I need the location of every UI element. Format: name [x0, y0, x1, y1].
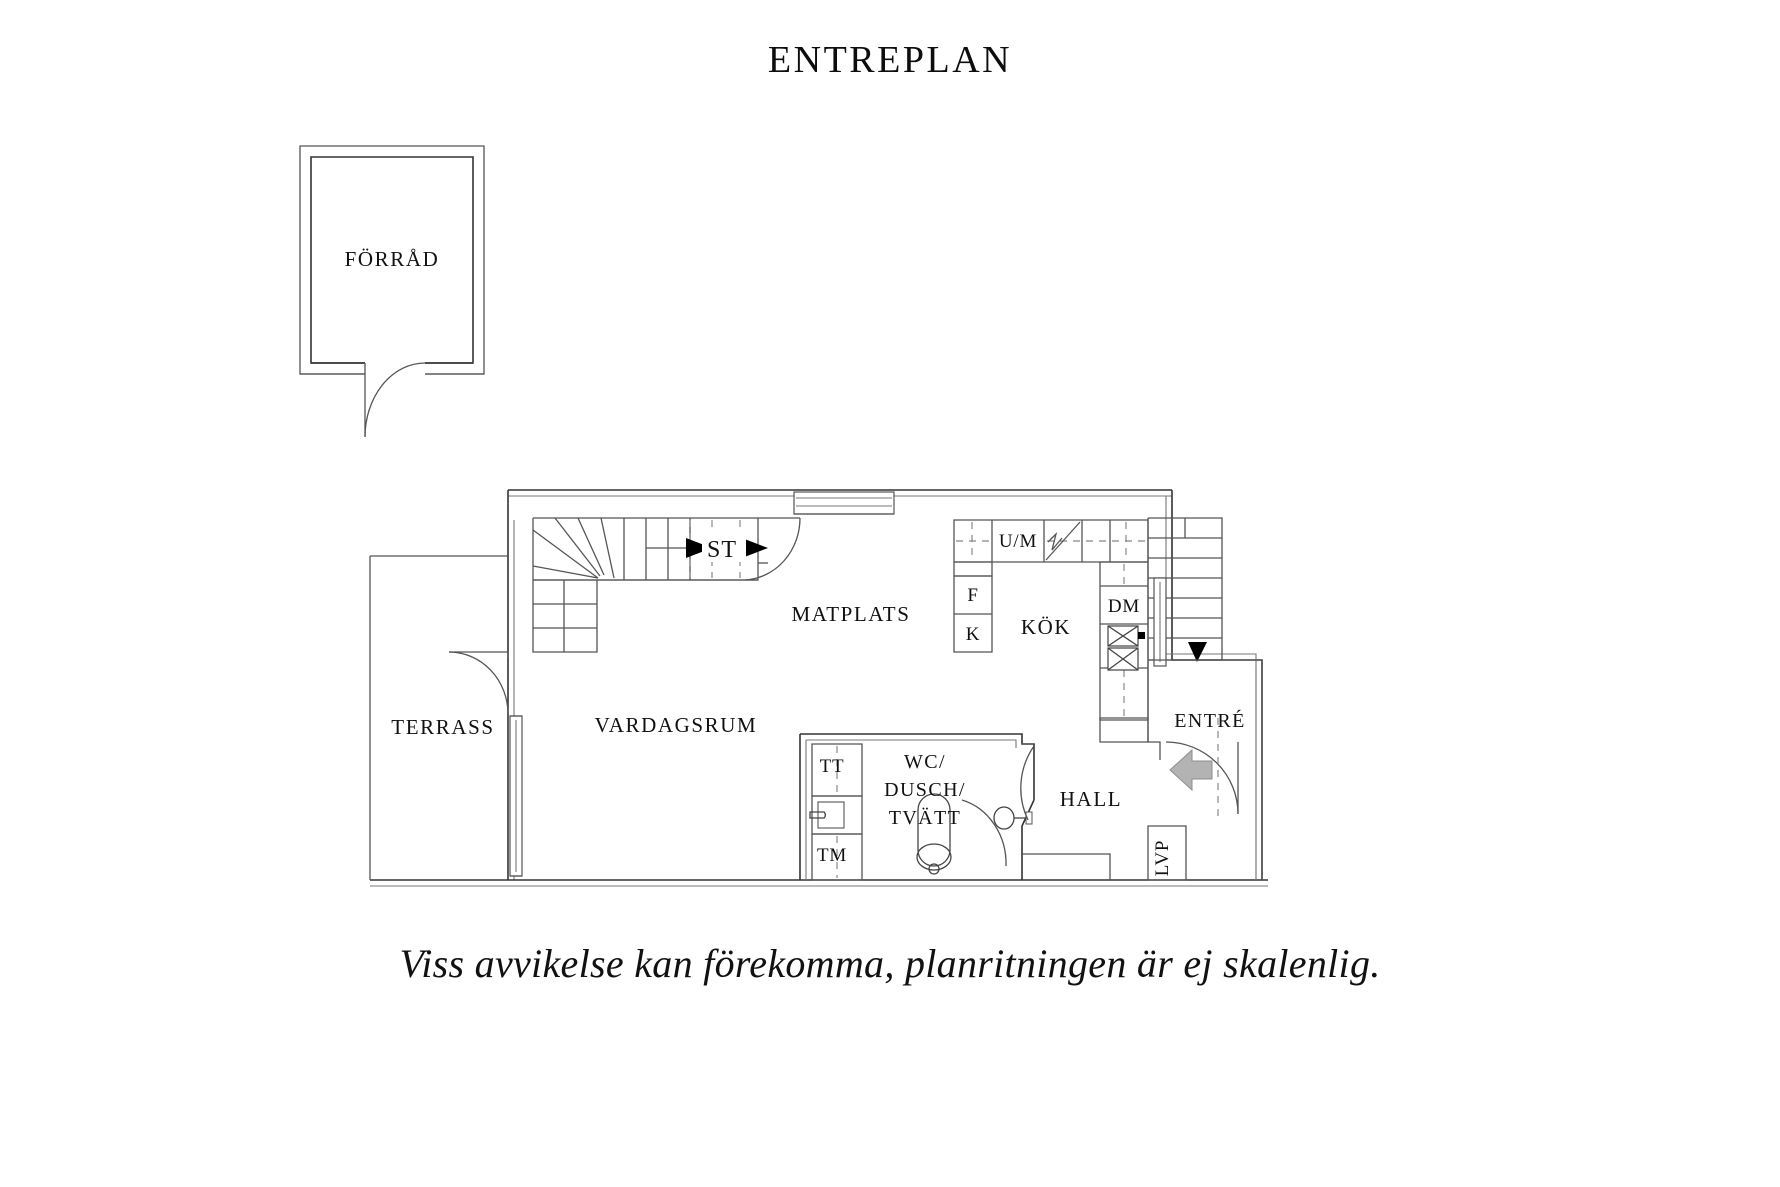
wc-label-line2: DUSCH/	[884, 779, 966, 801]
entry-block: LVP	[1147, 659, 1262, 881]
washbasin-fixture	[993, 806, 1033, 830]
terrace-door	[509, 715, 523, 877]
entry-direction-arrow	[1169, 748, 1213, 792]
storage-label: FÖRRÅD	[345, 247, 440, 271]
dining-label: MATPLATS	[792, 602, 911, 626]
stair-arrow-right	[742, 538, 768, 558]
wc-label-line1: WC/	[904, 751, 946, 773]
page-title: ENTREPLAN	[767, 39, 1013, 81]
staircase-up: ST	[532, 517, 801, 653]
top-window	[793, 491, 895, 515]
toilet-fixture	[916, 793, 952, 875]
washing-machine-label: TM	[817, 845, 847, 866]
tumble-dryer-label-2: TT	[820, 756, 845, 777]
hall-label: HALL	[1060, 787, 1122, 811]
wc-label-line3: TVÄTT	[889, 806, 962, 829]
hall-block	[1022, 717, 1149, 880]
stair-up-label: ST	[707, 537, 737, 563]
storage-block	[299, 145, 485, 438]
kitchen-block: F K U/M DM KÖK	[953, 519, 1149, 721]
livingroom-label: VARDAGSRUM	[595, 713, 758, 737]
terrace-block	[369, 555, 523, 880]
freezer-label: K	[966, 624, 981, 645]
stair-down-arrow	[1188, 642, 1207, 662]
page-caption: Viss avvikelse kan förekomma, planritnin…	[399, 941, 1381, 986]
lvp-label: LVP	[1152, 840, 1173, 877]
kitchen-sink	[1107, 625, 1145, 671]
terrace-label: TERRASS	[391, 715, 494, 739]
stair-arrow-left	[686, 538, 712, 558]
kitchen-label: KÖK	[1021, 615, 1071, 639]
dishwasher-label: DM	[1108, 596, 1140, 617]
entry-label: ENTRÉ	[1174, 709, 1245, 732]
bathroom-block: TT TM	[799, 733, 1035, 881]
fridge-label: F	[967, 585, 978, 606]
right-outer-strip	[1255, 660, 1263, 880]
oven-microwave-label: U/M	[999, 531, 1037, 552]
staircase-down	[1147, 517, 1223, 667]
